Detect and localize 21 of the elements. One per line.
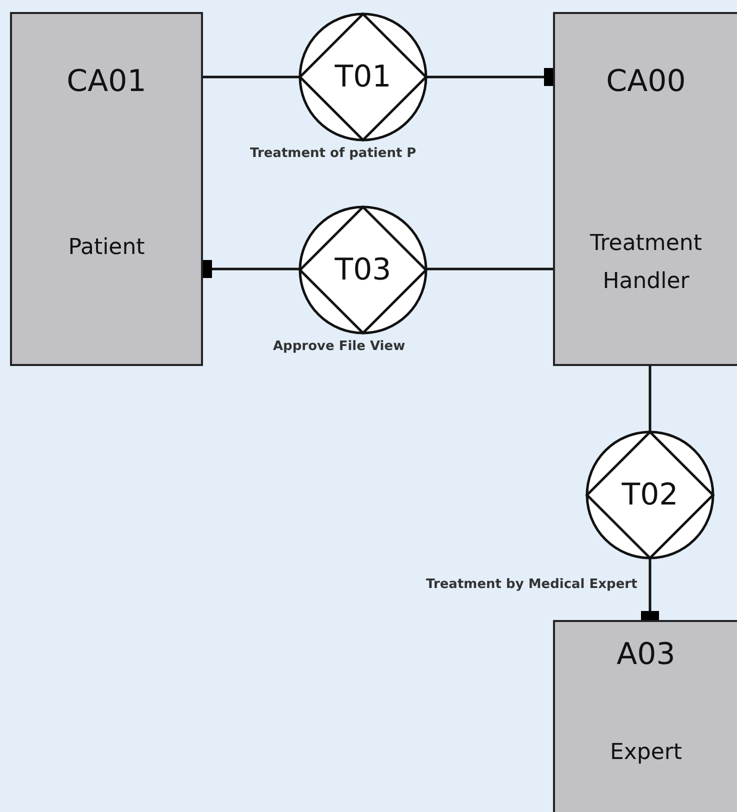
transaction-code: T02 (620, 478, 680, 512)
actor-code: CA00 (605, 64, 687, 99)
actor-name: Expert (608, 739, 684, 767)
actor-code: CA01 (66, 64, 148, 99)
actor-code: A03 (616, 637, 676, 672)
transaction-symbol (585, 430, 715, 560)
transaction-symbol (298, 205, 428, 335)
transaction-symbol (298, 12, 428, 142)
transaction-code: T01 (334, 60, 392, 94)
transaction-label: Treatment of patient P (248, 146, 418, 161)
transaction-code: T03 (334, 252, 392, 288)
actor-box (553, 12, 737, 366)
connector-line (648, 366, 652, 432)
transaction-label: Treatment by Medical Expert (424, 577, 640, 592)
actor-name: Patient (67, 234, 146, 262)
transaction-label: Approve File View (271, 339, 408, 354)
connector-line (203, 76, 300, 78)
actor-name: Treatment Handler (589, 230, 703, 296)
connector-line (426, 268, 553, 270)
actor-box (10, 12, 203, 366)
actor-box (553, 620, 737, 812)
